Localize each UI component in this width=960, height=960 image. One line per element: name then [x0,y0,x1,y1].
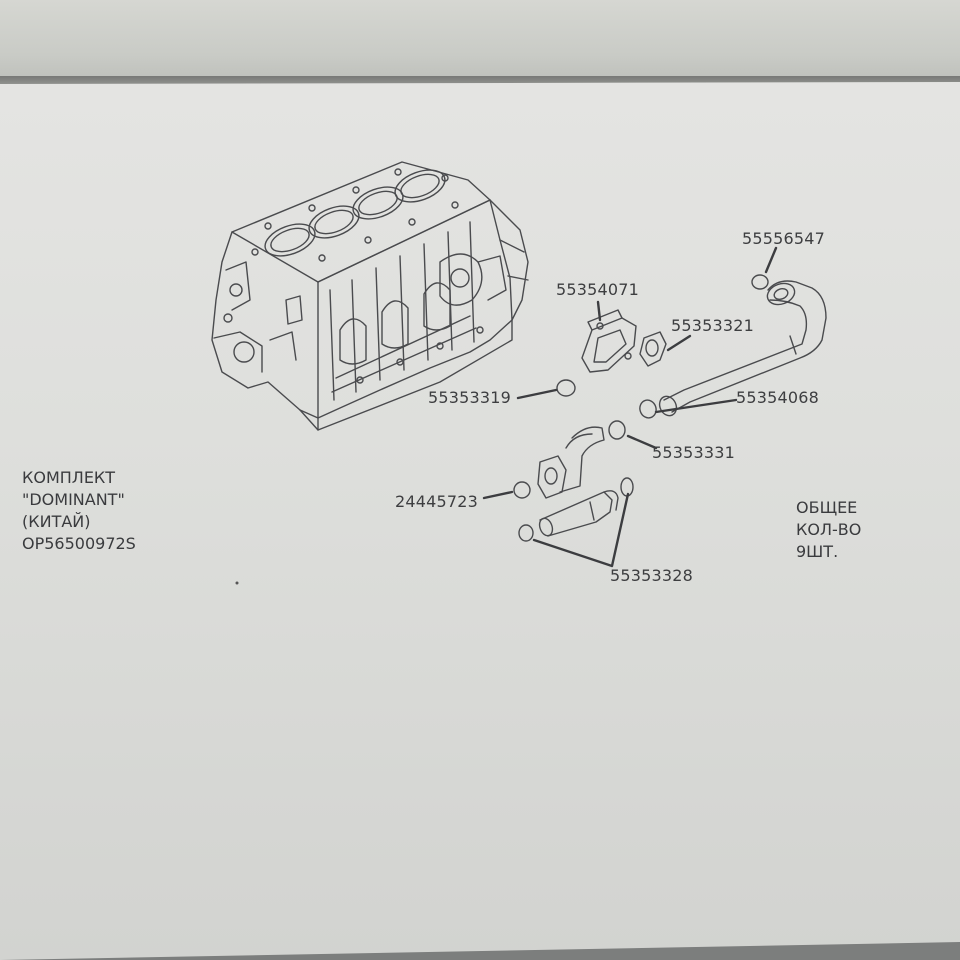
kit-note-line-3: (КИТАЙ) [22,512,91,531]
total-note-line-2: КОЛ-ВО [796,520,862,539]
total-note-line-3: 9ШТ. [796,542,839,561]
paper-sheet [0,82,960,960]
part-label-55353328: 55353328 [610,566,694,585]
part-label-55354068: 55354068 [736,388,820,407]
o-ring-55354068 [639,399,657,419]
kit-note-line-1: КОМПЛЕКТ [22,468,116,487]
part-label-55353319: 55353319 [428,388,512,407]
o-ring-55353319 [556,379,576,397]
speck [235,581,239,585]
kit-note: КОМПЛЕКТ "DOMINANT" (КИТАЙ) OP56500972S [22,467,136,555]
total-note-line-1: ОБЩЕЕ [796,498,858,517]
kit-note-line-2: "DOMINANT" [22,490,125,509]
o-ring-55556547 [751,274,769,290]
part-label-55556547: 55556547 [742,229,826,248]
part-label-55353321: 55353321 [671,316,755,335]
engine-block-illustration [211,161,529,431]
part-label-55353331: 55353331 [652,443,736,462]
total-note: ОБЩЕЕ КОЛ-ВО 9ШТ. [796,497,861,563]
kit-note-line-4: OP56500972S [22,534,136,553]
part-label-55354071: 55354071 [556,280,640,299]
gasket-55353321 [639,331,667,367]
housing-55354071 [581,309,637,373]
coolant-pipe-55354068 [658,280,827,417]
part-label-24445723: 24445723 [395,492,479,511]
o-ring-55353331 [608,420,626,440]
leader-lines [482,246,778,568]
elbow-pipe [537,426,605,499]
o-ring-24445723 [513,481,531,499]
